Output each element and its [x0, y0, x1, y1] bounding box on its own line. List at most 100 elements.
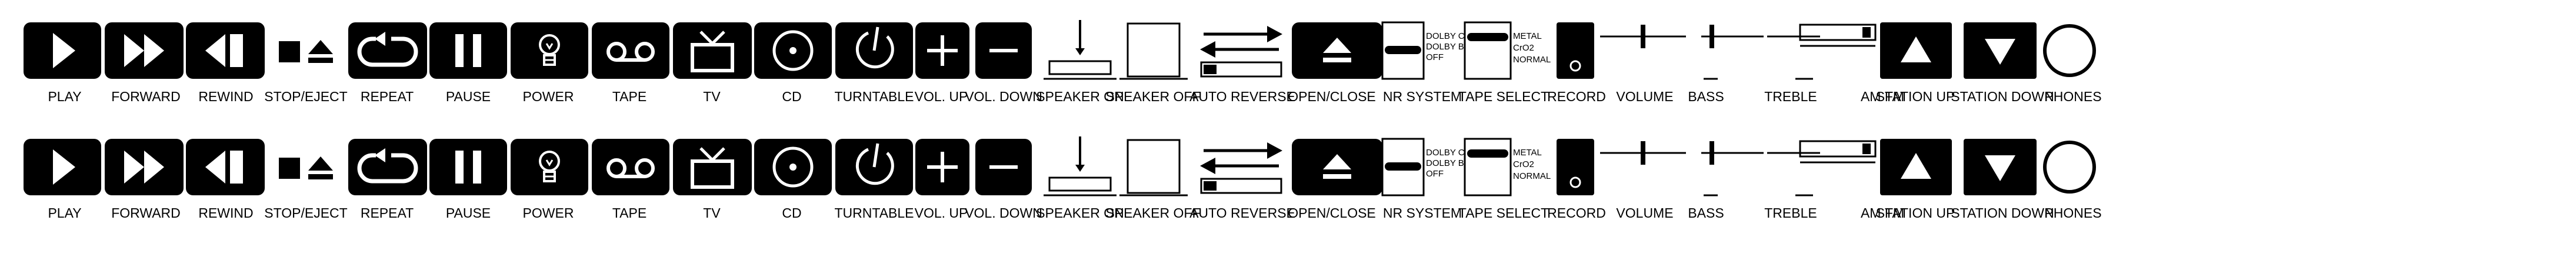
tv-icon[interactable]	[673, 22, 752, 79]
button-label: TREBLE	[1764, 89, 1817, 104]
stop-eject-icon[interactable]	[279, 156, 333, 179]
plus-icon[interactable]	[915, 139, 969, 195]
am-fm-icon[interactable]	[1799, 24, 1877, 47]
tape-option-label: METAL	[1513, 31, 1542, 41]
button-label: RECORD	[1547, 205, 1606, 221]
button-label: TAPE	[612, 89, 647, 104]
power-bulb-icon[interactable]	[511, 139, 588, 195]
button-label: REWIND	[198, 89, 253, 104]
button-label: TURNTABLE	[834, 205, 914, 221]
open-close-icon[interactable]	[1292, 22, 1382, 79]
button-label: FORWARD	[111, 89, 181, 104]
button-label: PHONES	[2044, 89, 2101, 104]
tape-option-label: CrO2	[1513, 43, 1534, 53]
rewind-icon[interactable]	[186, 139, 265, 195]
treble-slider-icon[interactable]	[1767, 35, 1820, 80]
cd-icon[interactable]	[754, 22, 832, 79]
auto-reverse-icon[interactable]	[1200, 142, 1282, 194]
button-label: NR SYSTEM	[1383, 89, 1462, 104]
play-icon[interactable]	[24, 139, 101, 195]
button-label: OPEN/CLOSE	[1288, 89, 1376, 104]
repeat-icon[interactable]	[348, 22, 427, 79]
button-label: SPEAKER ON	[1036, 89, 1124, 104]
button-label: TV	[703, 205, 721, 221]
station-up-icon[interactable]	[1880, 139, 1952, 195]
nr-option-label: DOLBY C	[1426, 148, 1465, 158]
record-icon[interactable]	[1557, 139, 1594, 195]
tv-icon[interactable]	[673, 139, 752, 195]
button-label: AM FM	[1861, 205, 1904, 221]
stop-eject-icon[interactable]	[279, 40, 333, 63]
button-label: FORWARD	[111, 205, 181, 221]
tape-option-label: CrO2	[1513, 159, 1534, 169]
button-label: VOL. UP	[915, 205, 968, 221]
button-label: STATION UP	[1876, 89, 1955, 104]
minus-icon[interactable]	[975, 139, 1032, 195]
bass-slider-icon[interactable]	[1701, 141, 1764, 196]
button-label: SPEAKER OFF	[1105, 89, 1200, 104]
pause-icon[interactable]	[429, 139, 507, 195]
button-label: REWIND	[198, 205, 253, 221]
button-label: NR SYSTEM	[1383, 205, 1462, 221]
button-label: TAPE SELECT	[1458, 205, 1549, 221]
button-label: PHONES	[2044, 205, 2101, 221]
button-label: VOL. UP	[915, 89, 968, 104]
record-icon[interactable]	[1557, 22, 1594, 79]
play-icon[interactable]	[24, 22, 101, 79]
button-label: BASS	[1688, 205, 1724, 221]
button-label: PAUSE	[446, 89, 491, 104]
turntable-icon[interactable]	[835, 139, 913, 195]
speaker-off-icon[interactable]	[1119, 139, 1188, 196]
phones-icon[interactable]	[2043, 24, 2096, 77]
tape-option-label: METAL	[1513, 148, 1542, 158]
cd-icon[interactable]	[754, 139, 832, 195]
station-up-icon[interactable]	[1880, 22, 1952, 79]
speaker-on-icon[interactable]	[1044, 20, 1117, 80]
speaker-off-icon[interactable]	[1119, 22, 1188, 80]
rewind-icon[interactable]	[186, 22, 265, 79]
button-label: TAPE	[612, 205, 647, 221]
button-label: AUTO REVERSE	[1189, 89, 1295, 104]
forward-icon[interactable]	[105, 139, 184, 195]
button-label: STOP/EJECT	[264, 89, 347, 104]
power-bulb-icon[interactable]	[511, 22, 588, 79]
button-label: VOLUME	[1616, 89, 1673, 104]
button-label: STATION UP	[1876, 205, 1955, 221]
nr-option-label: DOLBY B	[1426, 42, 1464, 52]
button-label: RECORD	[1547, 89, 1606, 104]
station-down-icon[interactable]	[1964, 22, 2037, 79]
volume-slider-icon[interactable]	[1600, 141, 1686, 165]
button-label: SPEAKER ON	[1036, 205, 1124, 221]
tape-icon[interactable]	[592, 139, 669, 195]
station-down-icon[interactable]	[1964, 139, 2037, 195]
bass-slider-icon[interactable]	[1701, 25, 1764, 80]
button-label: REPEAT	[361, 89, 414, 104]
tape-icon[interactable]	[592, 22, 669, 79]
nr-option-label: OFF	[1426, 52, 1444, 62]
speaker-on-icon[interactable]	[1044, 136, 1117, 196]
button-label: AUTO REVERSE	[1189, 205, 1295, 221]
pause-icon[interactable]	[429, 22, 507, 79]
plus-icon[interactable]	[915, 22, 969, 79]
nr-option-label: DOLBY B	[1426, 158, 1464, 168]
forward-icon[interactable]	[105, 22, 184, 79]
phones-icon[interactable]	[2043, 141, 2096, 194]
nr-option-label: DOLBY C	[1426, 31, 1465, 41]
repeat-icon[interactable]	[348, 139, 427, 195]
minus-icon[interactable]	[975, 22, 1032, 79]
treble-slider-icon[interactable]	[1767, 152, 1820, 196]
open-close-icon[interactable]	[1292, 139, 1382, 195]
button-label: AM FM	[1861, 89, 1904, 104]
button-label: SPEAKER OFF	[1105, 205, 1200, 221]
turntable-icon[interactable]	[835, 22, 913, 79]
button-label: PAUSE	[446, 205, 491, 221]
volume-slider-icon[interactable]	[1600, 25, 1686, 48]
button-label: OPEN/CLOSE	[1288, 205, 1376, 221]
am-fm-icon[interactable]	[1799, 140, 1877, 164]
auto-reverse-icon[interactable]	[1200, 26, 1282, 78]
